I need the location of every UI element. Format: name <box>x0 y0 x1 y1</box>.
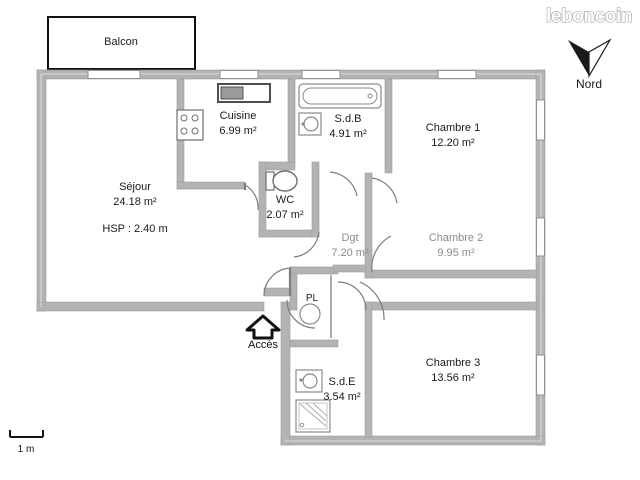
room-label-wc: WC <box>276 194 294 206</box>
wall-dgt-stub <box>332 264 367 273</box>
wall-cuisine-bottom <box>176 181 246 190</box>
room-area-sdb: 4.91 m² <box>329 128 367 140</box>
room-area-chambre2: 9.95 m² <box>437 247 475 259</box>
shower-fixture <box>295 399 331 433</box>
door-chambre2 <box>371 235 392 273</box>
room-area-chambre3: 13.56 m² <box>431 372 475 384</box>
wall-cuisine-sdb <box>287 78 296 163</box>
wall-wc-bottom <box>258 229 320 238</box>
room-label-sdb: S.d.B <box>335 113 362 125</box>
room-area-dgt: 7.20 m² <box>331 247 369 259</box>
room-area-sde: 3.54 m² <box>323 391 361 403</box>
door-cuisine <box>244 184 259 211</box>
north-arrow-icon <box>568 38 612 79</box>
entrance-arrow-icon <box>245 314 281 340</box>
room-label-chambre1: Chambre 1 <box>426 122 480 134</box>
room-label-dgt: Dgt <box>341 232 358 244</box>
wall-dgt-chambres-upper <box>364 172 373 279</box>
room-area-chambre1: 12.20 m² <box>431 137 475 149</box>
door-sde <box>286 299 316 329</box>
closet-fixture <box>299 275 332 338</box>
windows-group <box>87 70 545 396</box>
wall-wc-left <box>258 161 267 238</box>
window-chambre1-top <box>437 70 477 79</box>
window-sdb-top <box>301 70 341 79</box>
north-label: Nord <box>576 77 602 91</box>
kitchen-sink-fixture <box>217 83 271 103</box>
wall-pl-top <box>289 266 339 275</box>
balcony-outline <box>47 16 196 70</box>
room-area-cuisine: 6.99 m² <box>219 125 257 137</box>
wall-sdb-chambre1 <box>384 78 393 174</box>
entrance-label: Accès <box>248 339 278 351</box>
wall-entrance-stub <box>263 287 292 297</box>
doors-group <box>243 171 398 329</box>
door-chambre1 <box>371 177 398 204</box>
room-label-sde: S.d.E <box>329 376 356 388</box>
room-area-sejour: 24.18 m² <box>113 196 157 208</box>
wall-lower-block-left <box>280 301 291 446</box>
washbasin-sdb-fixture <box>298 112 322 136</box>
room-label-cuisine: Cuisine <box>220 110 257 122</box>
watermark-leboncoin: leboncoin <box>546 6 632 27</box>
bathtub-fixture <box>298 83 382 109</box>
wall-dgt-chambre3 <box>364 301 373 438</box>
room-label-sejour: Séjour <box>119 181 151 193</box>
wall-sejour-bottom <box>36 301 265 312</box>
scale-bar-icon <box>9 430 44 438</box>
window-sejour-top <box>87 70 141 79</box>
room-label-chambre3: Chambre 3 <box>426 357 480 369</box>
door-wc <box>293 231 320 258</box>
washbasin-sde-fixture <box>295 369 323 393</box>
door-sdb <box>329 171 358 197</box>
room-labels-group: Séjour 24.18 m² Cuisine 6.99 m² S.d.B 4.… <box>113 110 483 403</box>
scale-label: 1 m <box>18 444 35 455</box>
wall-chambre1-bottom <box>364 269 538 279</box>
closet-label: PL <box>306 293 319 304</box>
room-label-chambre2: Chambre 2 <box>429 232 483 244</box>
door-chambre3 <box>359 281 385 321</box>
window-chambre3-right <box>536 354 545 396</box>
window-chambre1-right <box>536 99 545 141</box>
door-chambre3-arc <box>337 281 367 311</box>
wall-pl-bottom <box>289 339 339 348</box>
wall-wc-right <box>311 161 320 238</box>
kitchen-cooktop-fixture <box>176 109 204 141</box>
window-cuisine-top <box>219 70 259 79</box>
window-chambre2-right <box>536 217 545 257</box>
room-area-wc: 2.07 m² <box>266 209 304 221</box>
ceiling-height-label: HSP : 2.40 m <box>102 223 167 235</box>
wall-chambre2-bottom <box>364 301 538 311</box>
toilet-fixture <box>265 170 298 192</box>
balcony-label: Balcon <box>104 36 138 48</box>
door-entrance <box>263 267 292 297</box>
